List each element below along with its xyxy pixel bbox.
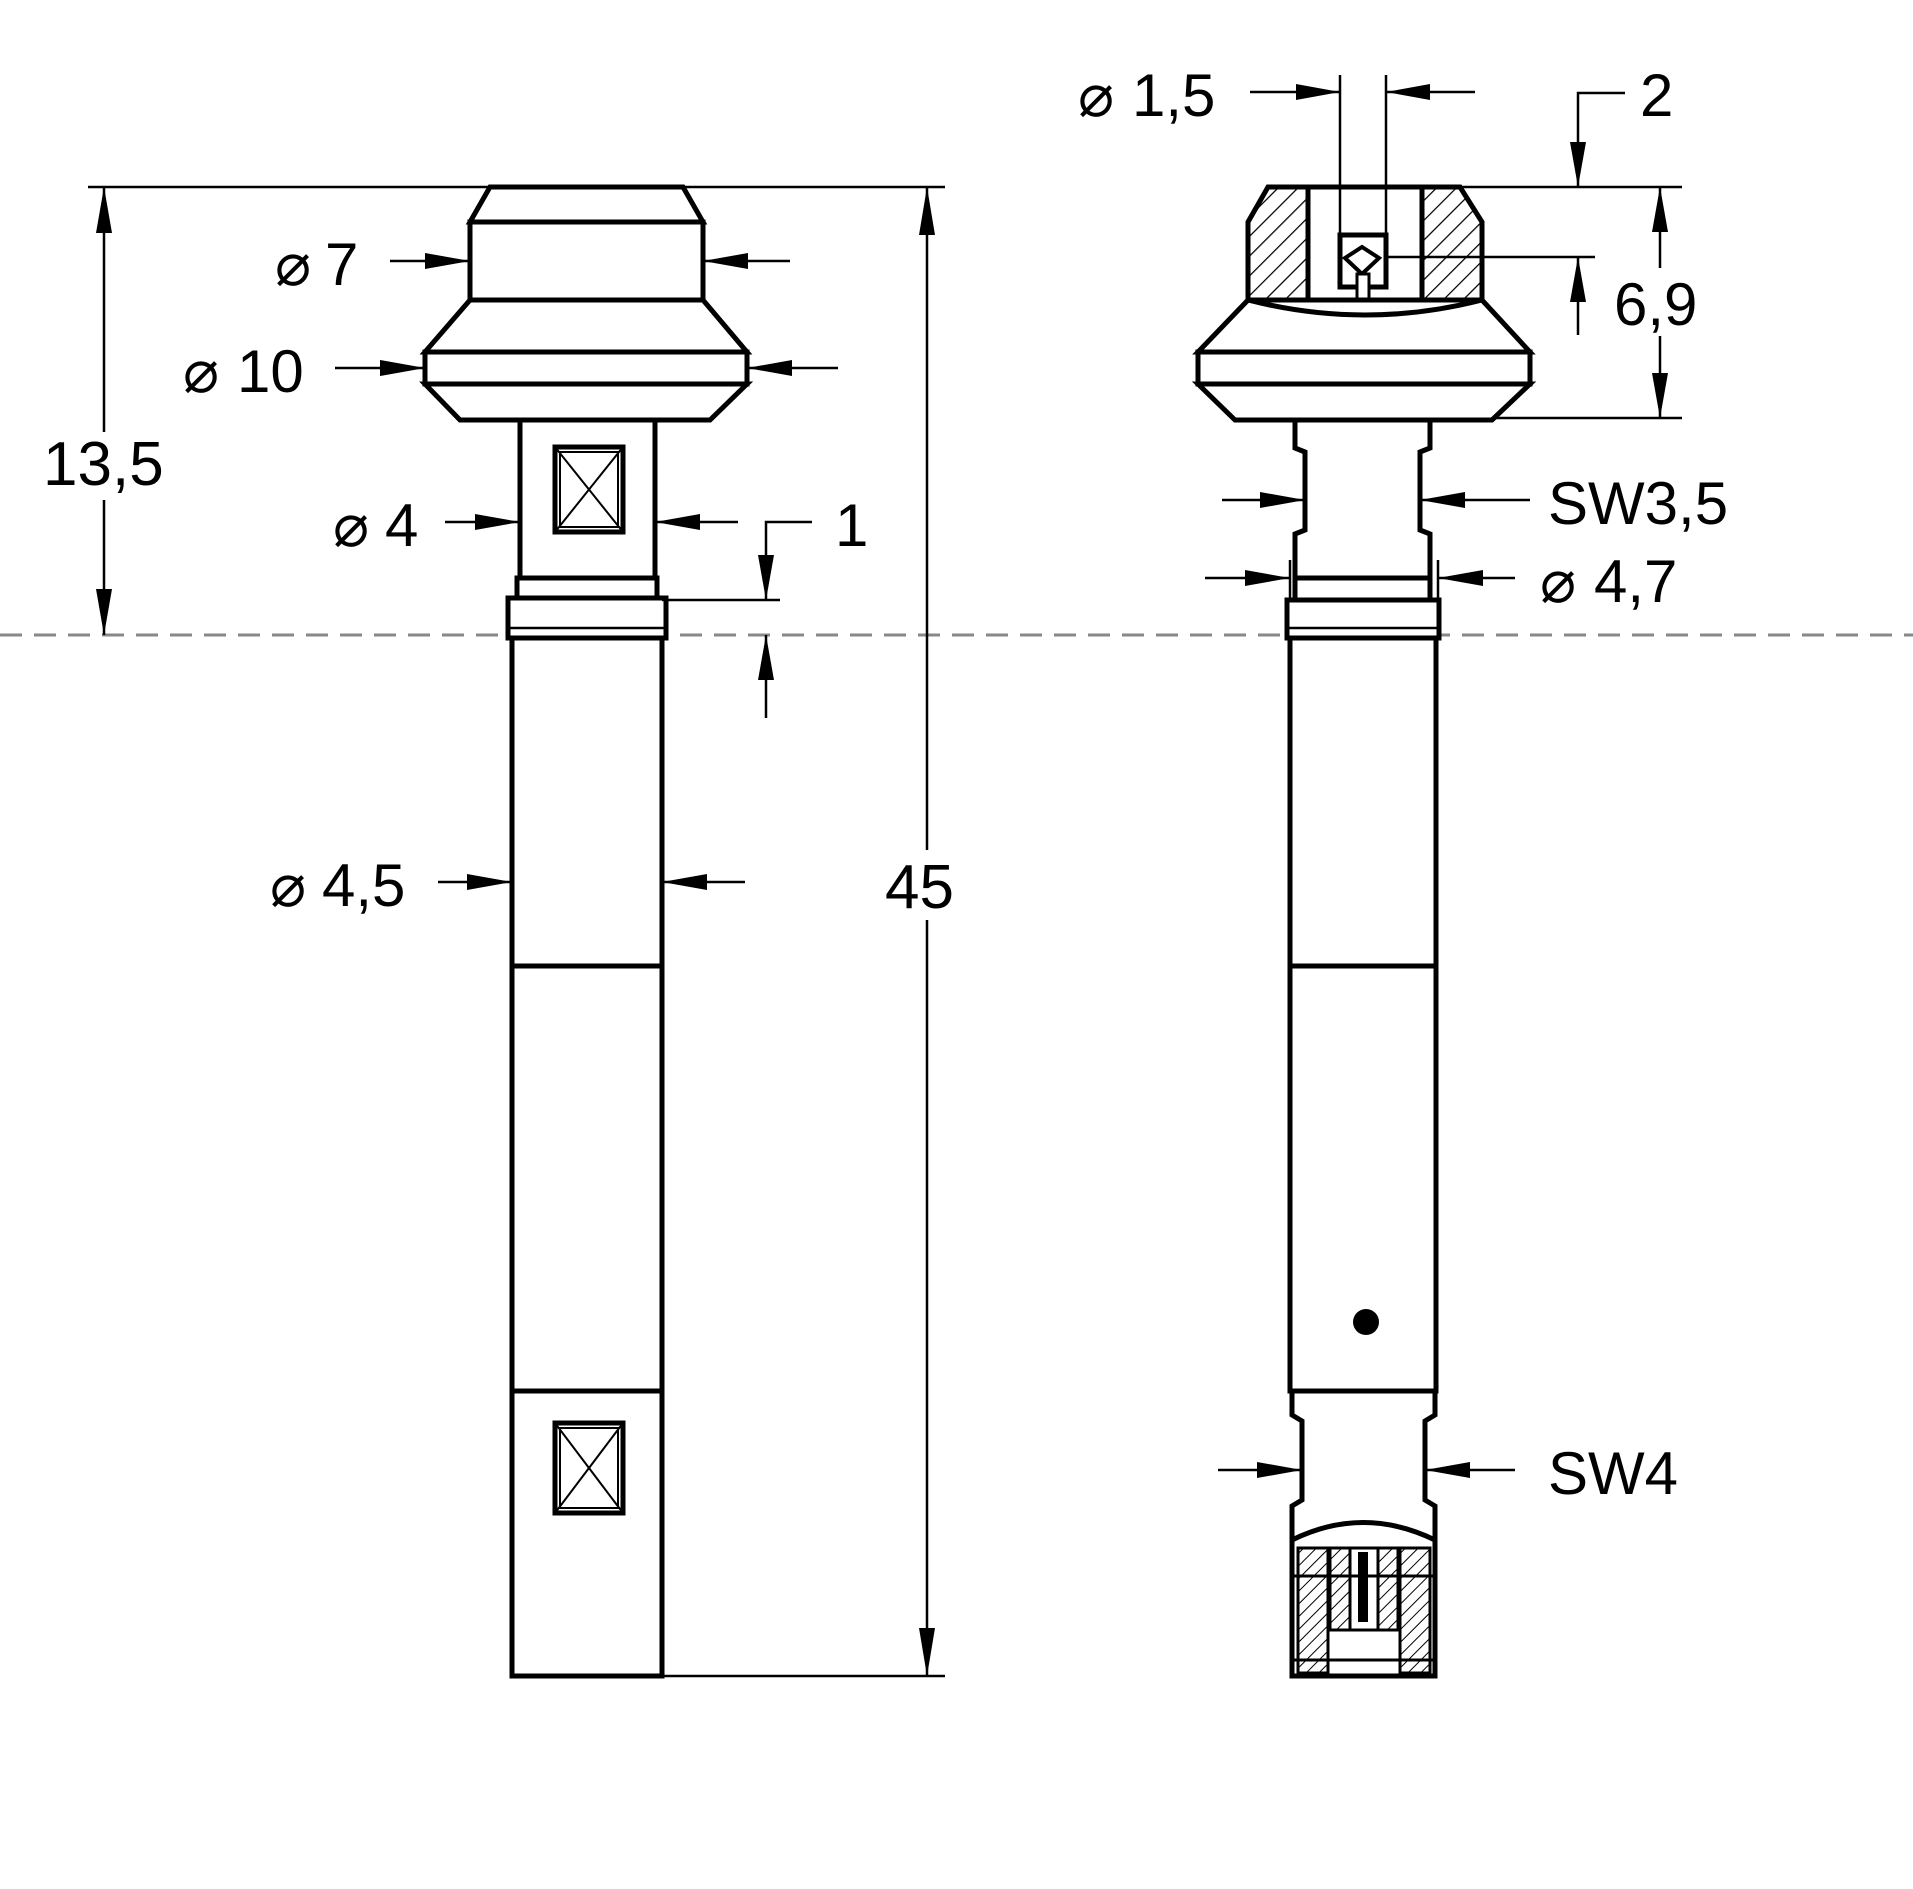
neck-r [1292,417,1433,581]
collar-ring-r [1284,597,1442,641]
head-cone-r [1192,297,1536,355]
svg-text:4,5: 4,5 [322,852,405,919]
head-bevel-r [1191,381,1537,423]
dim-neck-label: ⌀ 4 [333,492,418,559]
svg-text:7: 7 [325,231,358,298]
dim-head-height-label: 6,9 [1614,271,1697,338]
socket-wall-right [1398,1546,1432,1675]
shaft-upper [509,635,665,969]
shaft-upper-r [1287,635,1439,969]
head-section-right [1419,184,1485,313]
svg-text:⌀: ⌀ [183,338,219,405]
dim-neck-flats-label: SW3,5 [1548,470,1728,537]
head-section-left [1245,184,1311,313]
svg-text:⌀: ⌀ [275,231,311,298]
svg-text:⌀: ⌀ [1540,548,1576,615]
dim-bore-label: ⌀ 1,5 [1078,62,1215,129]
dim-collar-label: ⌀ 4,7 [1540,548,1677,615]
collar [514,575,660,601]
head-top-cap [465,184,708,225]
dim-end-flats-label: SW4 [1548,1440,1678,1507]
left-view: 13,5 45 ⌀ 7 ⌀ 10 ⌀ 4 [40,184,980,1679]
svg-text:⌀: ⌀ [270,852,306,919]
dim-offset-label: 1 [835,492,868,559]
dim-total-length: 45 [885,853,954,922]
head-cylinder [467,219,706,303]
svg-text:⌀: ⌀ [333,492,369,559]
dim-upper-length: 13,5 [43,430,164,499]
head-cone [419,297,753,355]
collar-r [1292,575,1433,603]
shaft-middle [509,963,665,1394]
pin-hole [1353,1309,1379,1335]
socket-wall-left [1296,1546,1330,1675]
dim-bore-depth-label: 2 [1640,62,1673,129]
dim-head-top-label: ⌀ 7 [275,231,358,298]
head-flange-bevel [419,381,754,423]
right-view: ⌀ 1,5 2 6,9 SW3,5 ⌀ 4,7 [1078,62,1730,1679]
dim-head-flange-label: ⌀ 10 [183,338,304,405]
collar-ring [505,595,669,641]
head-flange-r [1195,349,1533,387]
dim-shaft-label: ⌀ 4,5 [270,852,405,919]
head-flange [422,349,750,387]
svg-text:4,7: 4,7 [1594,548,1677,615]
svg-text:4: 4 [385,492,418,559]
svg-text:10: 10 [237,338,304,405]
svg-text:1,5: 1,5 [1132,62,1215,129]
svg-text:⌀: ⌀ [1078,62,1114,129]
